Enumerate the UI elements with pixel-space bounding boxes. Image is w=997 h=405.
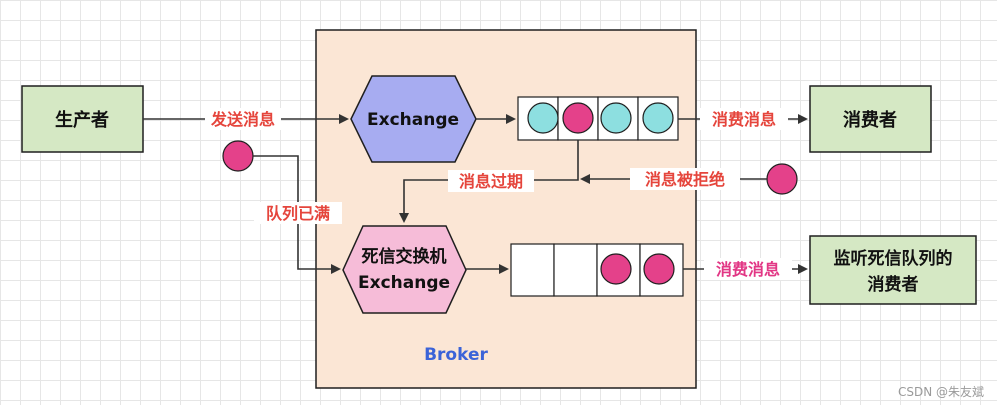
dead-message-circle — [643, 253, 675, 285]
message-circle-pink — [562, 102, 594, 134]
message-circle-teal — [527, 102, 559, 134]
watermark: CSDN @朱友斌 — [898, 385, 984, 399]
consumer-label: 消费者 — [843, 109, 897, 131]
dlx-hexagon — [342, 225, 467, 314]
dead-message-circle — [600, 253, 632, 285]
expired-label: 消息过期 — [459, 172, 523, 191]
expired-label-bg — [448, 170, 534, 192]
dlx-consumer-label-line2: 消费者 — [868, 274, 919, 295]
producer-label: 生产者 — [55, 109, 109, 131]
queue-full-label: 队列已满 — [266, 204, 330, 223]
message-circle-teal — [600, 102, 632, 134]
message-circle-teal — [642, 102, 674, 134]
consume-dlx-label: 消费消息 — [716, 260, 780, 279]
broker-label: Broker — [424, 345, 488, 365]
main-queue — [517, 96, 679, 141]
rejected-label-bg — [630, 168, 740, 190]
producer-box — [21, 85, 144, 153]
exchange-hexagon — [350, 75, 477, 163]
rejected-label: 消息被拒绝 — [645, 170, 725, 189]
send-label: 发送消息 — [210, 110, 275, 129]
dlx-label-line2: Exchange — [358, 273, 450, 293]
dlq-cell-1 — [510, 243, 555, 297]
dlx-consumer-label-line1: 监听死信队列的 — [834, 248, 953, 269]
queue-full-label-bg — [254, 202, 342, 224]
dlx-label-line1: 死信交换机 — [362, 246, 447, 267]
dlq-cell-2 — [553, 243, 598, 297]
consumer-box — [809, 85, 932, 153]
rejected-message-circle — [766, 163, 798, 195]
exchange-label: Exchange — [367, 110, 459, 130]
send-label-bg — [205, 108, 281, 130]
consume-dlx-label-bg — [704, 258, 792, 280]
consume-label: 消费消息 — [712, 110, 776, 129]
dlx-consumer-box — [809, 235, 977, 305]
dead-letter-queue — [510, 243, 684, 297]
queue-full-message-circle — [222, 140, 254, 172]
consume-label-bg — [700, 108, 788, 130]
